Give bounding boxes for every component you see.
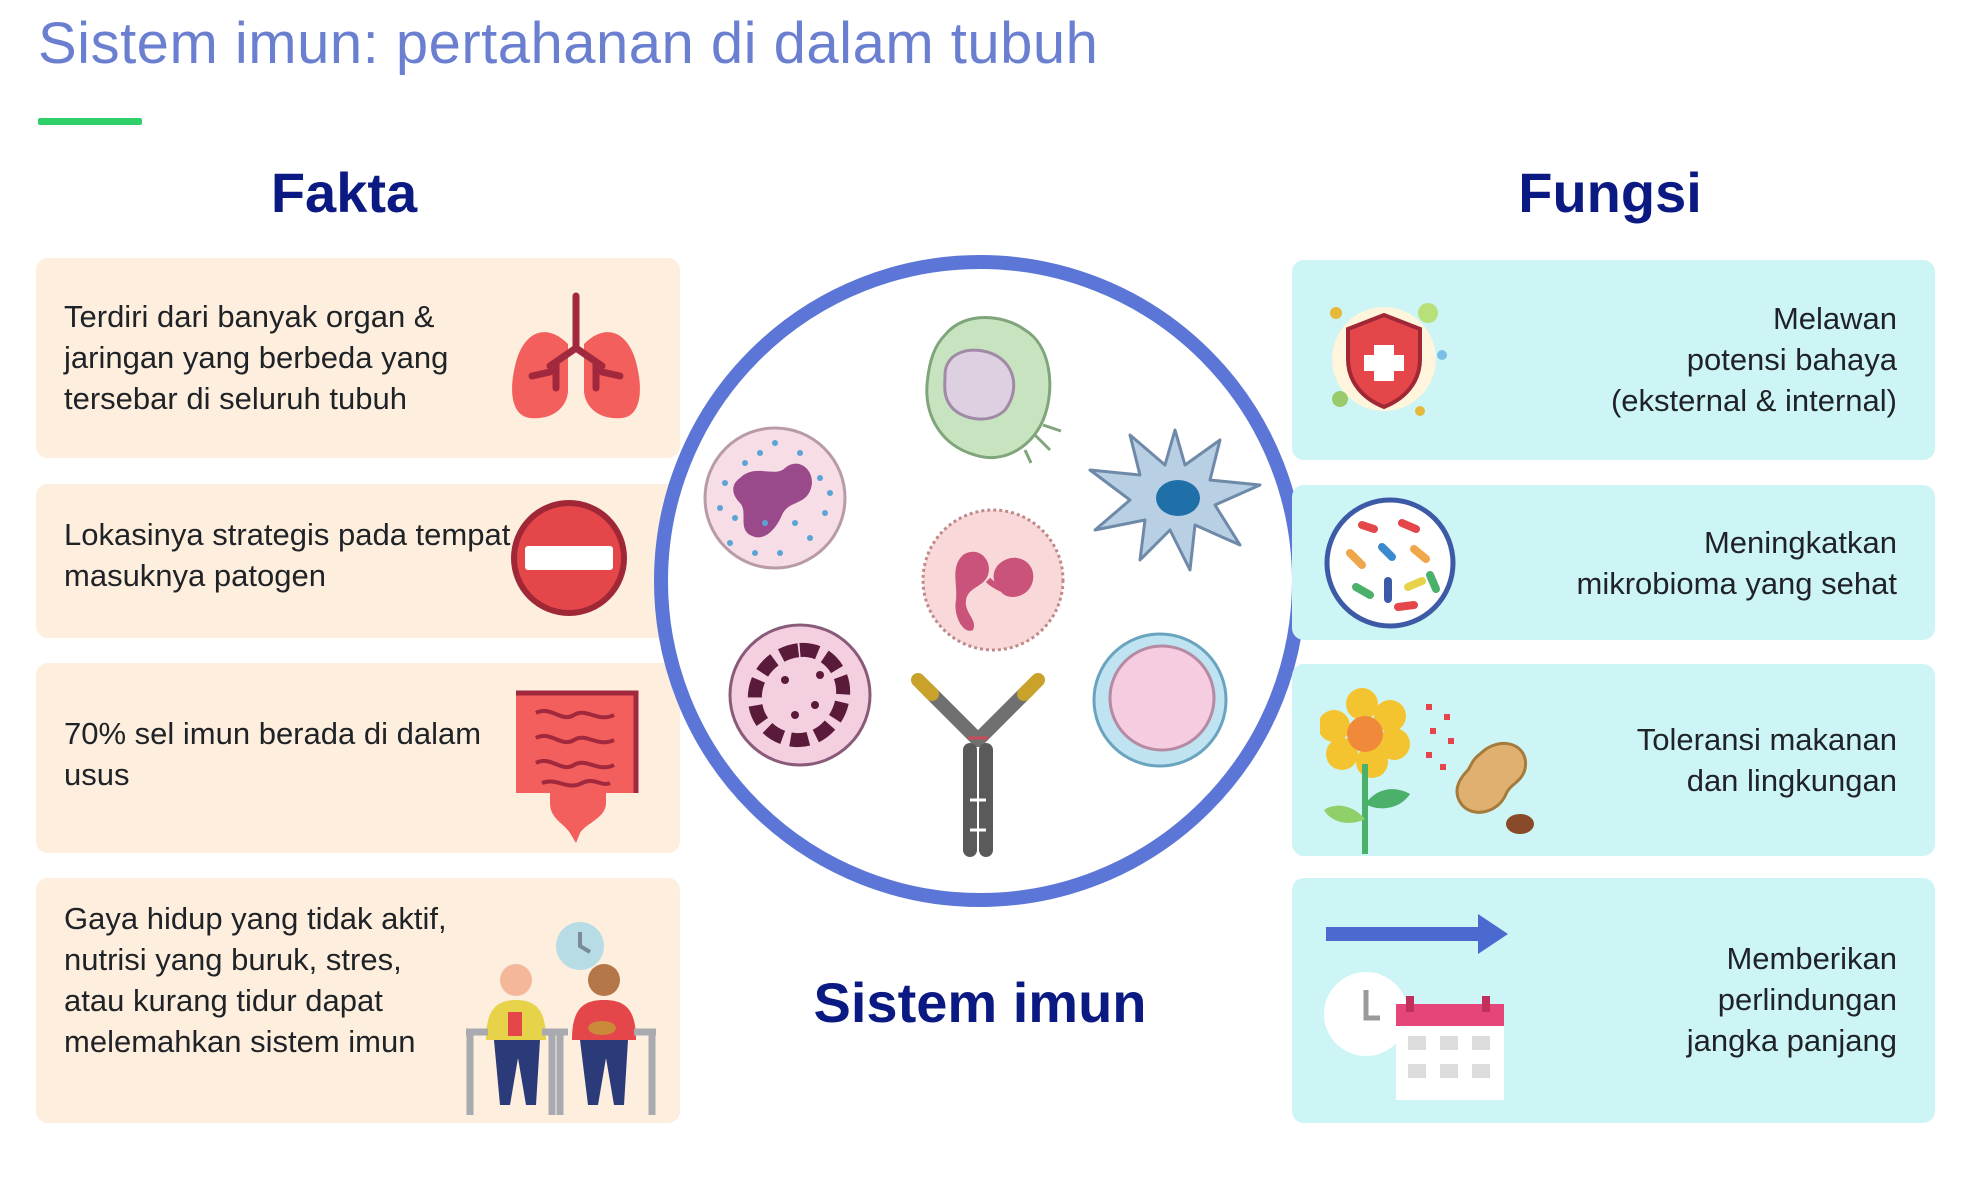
microbiome-icon xyxy=(1324,497,1456,629)
fakta-text: Gaya hidup yang tidak aktif, nutrisi yan… xyxy=(64,901,447,1059)
fungsi-card-defense: Melawan potensi bahaya (eksternal & inte… xyxy=(1292,260,1935,460)
intestine-icon xyxy=(516,690,639,843)
sedentary-people-icon xyxy=(466,922,656,1115)
fakta-card-location: Lokasinya strategis pada tempat masuknya… xyxy=(36,484,680,638)
basophil-icon xyxy=(728,623,872,767)
macrophage-icon xyxy=(925,316,1062,464)
page-title: Sistem imun: pertahanan di dalam tubuh xyxy=(38,11,1099,76)
fakta-text: 70% sel imun berada di dalam usus xyxy=(64,716,482,792)
fungsi-heading: Fungsi xyxy=(1518,161,1702,224)
fungsi-text: Meningkatkan mikrobioma yang sehat xyxy=(1576,525,1898,601)
fungsi-card-tolerance: Toleransi makanan dan lingkungan xyxy=(1292,664,1935,856)
no-entry-icon xyxy=(511,500,627,616)
lungs-icon xyxy=(512,292,640,419)
fungsi-card-long-term: Memberikan perlindungan jangka panjang xyxy=(1292,878,1935,1123)
fakta-text: Terdiri dari banyak organ & jaringan yan… xyxy=(64,299,449,416)
dendritic-cell-icon xyxy=(1088,428,1262,572)
neutrophil-icon xyxy=(703,426,847,570)
title-underline xyxy=(38,118,142,125)
eosinophil-icon xyxy=(921,508,1065,652)
clock-calendar-icon xyxy=(1324,914,1508,1100)
fungsi-text: Melawan potensi bahaya (eksternal & inte… xyxy=(1610,301,1897,418)
fungsi-text: Memberikan perlindungan jangka panjang xyxy=(1686,941,1897,1058)
fungsi-card-microbiome: Meningkatkan mikrobioma yang sehat xyxy=(1292,485,1935,640)
shield-cross-icon xyxy=(1330,303,1447,416)
fakta-heading: Fakta xyxy=(270,161,418,224)
fakta-card-lifestyle: Gaya hidup yang tidak aktif, nutrisi yan… xyxy=(36,878,680,1123)
center-label: Sistem imun xyxy=(813,971,1147,1034)
antibody-icon xyxy=(911,673,1045,857)
fakta-card-gut: 70% sel imun berada di dalam usus xyxy=(36,663,680,853)
fakta-text: Lokasinya strategis pada tempat masuknya… xyxy=(64,517,511,593)
fakta-card-organs: Terdiri dari banyak organ & jaringan yan… xyxy=(36,258,680,458)
lymphocyte-icon xyxy=(1092,632,1228,768)
flower-peanut-icon xyxy=(1320,688,1534,854)
fungsi-text: Toleransi makanan dan lingkungan xyxy=(1636,722,1897,798)
